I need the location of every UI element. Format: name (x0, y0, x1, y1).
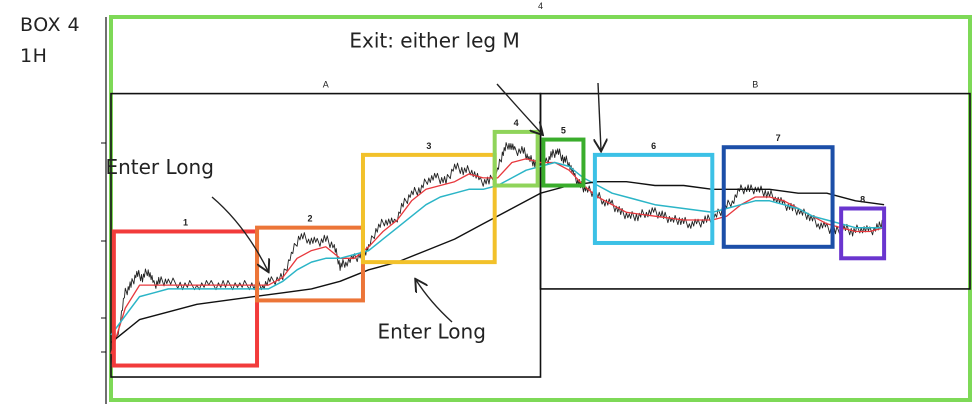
annotation-3: Enter Long (377, 320, 485, 344)
trade-box-5 (541, 137, 586, 188)
trade-box-6 (592, 152, 715, 245)
trade-box-5-label: 5 (561, 126, 566, 136)
trade-box-4 (492, 129, 540, 188)
series-price (110, 142, 885, 367)
timeframe-label: 1H (20, 45, 48, 67)
trade-box-3 (360, 152, 497, 265)
annotation-1-arrow-1 (496, 83, 542, 134)
box-title: BOX 4 (20, 14, 81, 36)
trade-box-7 (721, 145, 835, 249)
series-ma-slow (110, 181, 885, 344)
trade-box-4-label: 4 (514, 118, 519, 128)
series-ema-fast (110, 158, 885, 355)
range-box-b-label: B (752, 80, 758, 90)
outer-box-label: 4 (538, 1, 543, 11)
annotation-3-arrow-1 (416, 280, 453, 323)
trade-box-8 (839, 206, 887, 261)
trade-box-2-label: 2 (307, 214, 312, 224)
annotation-2-arrow-1 (211, 196, 268, 271)
trade-box-3-label: 3 (426, 141, 431, 151)
range-box-b (539, 92, 971, 290)
annotation-2: Enter Long (105, 155, 213, 179)
trade-box-7-label: 7 (776, 133, 781, 143)
annotation-1-arrow-2 (598, 82, 601, 150)
trade-box-1-label: 1 (183, 217, 188, 227)
annotation-1: Exit: either leg M (349, 29, 519, 53)
trade-box-8-label: 8 (860, 195, 865, 205)
range-box-a-label: A (323, 80, 329, 90)
trade-box-6-label: 6 (651, 141, 656, 151)
